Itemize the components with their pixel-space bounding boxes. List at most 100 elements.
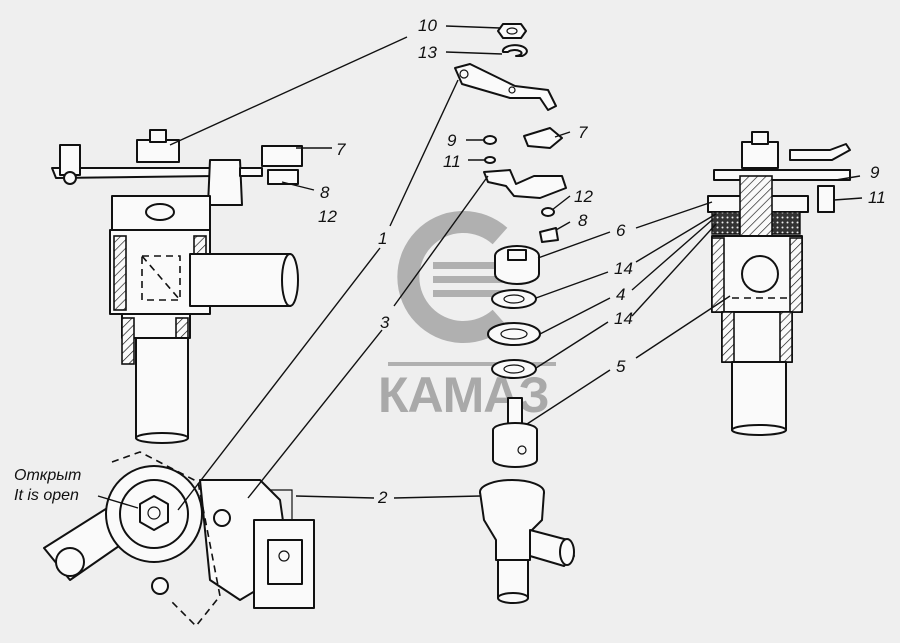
left-lever-knob bbox=[59, 144, 81, 176]
left-valve-side-view bbox=[51, 129, 303, 444]
right-lever-clip bbox=[789, 143, 851, 161]
callout-13: 13 bbox=[418, 43, 437, 62]
callout-7-left: 7 bbox=[336, 140, 346, 159]
callout-12-center: 12 bbox=[574, 187, 593, 206]
part-washer-11 bbox=[484, 156, 496, 164]
left-bracket bbox=[207, 159, 243, 206]
part-lever-hole-2 bbox=[508, 86, 516, 94]
right-lower-wall-l bbox=[721, 311, 735, 363]
callout-8-left: 8 bbox=[320, 183, 330, 202]
part-lever bbox=[454, 63, 557, 111]
open-view-pipe-edge bbox=[270, 489, 293, 520]
callout-9-center: 9 bbox=[447, 131, 457, 150]
right-seal-left bbox=[711, 211, 741, 235]
right-valve-section-view bbox=[707, 131, 851, 436]
callout-2: 2 bbox=[377, 488, 388, 507]
logo-underline bbox=[388, 362, 556, 366]
right-top-nut bbox=[741, 141, 779, 169]
leader-14b-right bbox=[631, 223, 717, 317]
left-bracket-tab bbox=[239, 167, 263, 177]
leader-1-upper bbox=[389, 79, 459, 227]
left-switch-base bbox=[267, 169, 299, 185]
leader-2b bbox=[393, 495, 481, 499]
part-cap-6-body bbox=[494, 256, 540, 285]
callout-14-upper: 14 bbox=[614, 259, 633, 278]
part-screw-8 bbox=[539, 227, 559, 243]
leader-4a bbox=[539, 297, 611, 335]
right-screw-9 bbox=[817, 185, 835, 213]
bottom-left-top-view bbox=[43, 451, 315, 628]
callout-12-left: 12 bbox=[318, 207, 337, 226]
left-top-nut-cap bbox=[149, 129, 167, 143]
part-cap-6-hex bbox=[507, 249, 527, 261]
left-switch-block bbox=[261, 145, 303, 167]
part-seal-14-upper-hole bbox=[503, 294, 525, 304]
leader-10 bbox=[445, 25, 501, 29]
part-plug-5-hole bbox=[517, 445, 527, 455]
leader-10-to-left bbox=[169, 36, 408, 146]
part-nut-10 bbox=[497, 23, 527, 39]
logo-bar-3 bbox=[433, 290, 513, 297]
left-lower-pipe bbox=[135, 337, 189, 439]
callout-11-right: 11 bbox=[868, 188, 886, 207]
left-outlet-pipe bbox=[189, 253, 291, 307]
callout-10: 10 bbox=[418, 16, 437, 35]
part-lever-hole bbox=[459, 69, 469, 79]
leader-2a bbox=[295, 495, 375, 499]
callout-9-right: 9 bbox=[870, 163, 880, 182]
part-bracket bbox=[483, 169, 567, 199]
leader-3-upper bbox=[393, 175, 489, 307]
part-body-2-nipple bbox=[497, 559, 529, 599]
leader-5a bbox=[526, 369, 611, 425]
leader-5b bbox=[635, 295, 731, 359]
left-lever-pivot bbox=[63, 171, 77, 185]
callout-8-center: 8 bbox=[578, 211, 588, 230]
logo-bar-2 bbox=[433, 276, 513, 283]
leader-6b bbox=[635, 201, 713, 229]
right-seal-right bbox=[771, 211, 801, 235]
leader-9b bbox=[835, 175, 861, 181]
right-lower-wall-r bbox=[779, 311, 793, 363]
open-view-hex-nut bbox=[139, 495, 169, 531]
leader-14b bbox=[535, 321, 609, 369]
left-internal-passage bbox=[141, 255, 181, 301]
leader-6a bbox=[537, 231, 611, 259]
open-view-closed-position bbox=[111, 451, 221, 628]
open-view-bracket-inner bbox=[267, 539, 303, 585]
right-body-port bbox=[741, 255, 779, 293]
left-outlet-end bbox=[281, 253, 299, 307]
callout-numbers: 10 13 7 8 12 9 11 7 12 8 1 3 6 14 4 14 5… bbox=[318, 16, 886, 507]
right-lower-pipe bbox=[731, 361, 787, 431]
right-body-wall-l bbox=[711, 237, 725, 313]
open-view-screw-1 bbox=[213, 509, 231, 527]
callout-6: 6 bbox=[616, 221, 626, 240]
callout-7-center: 7 bbox=[578, 123, 588, 142]
callout-4: 4 bbox=[616, 285, 625, 304]
open-view-bracket-screw bbox=[278, 550, 290, 562]
left-internal-diag bbox=[141, 255, 181, 301]
part-washer-13 bbox=[501, 44, 528, 57]
part-plug-5-body bbox=[492, 430, 538, 468]
leader-lines bbox=[169, 25, 863, 511]
left-body-wall-r bbox=[193, 235, 207, 255]
caption-open-en: It is open bbox=[14, 487, 79, 504]
part-body-2-nipple-end bbox=[497, 592, 529, 604]
leader-8a bbox=[281, 181, 315, 191]
open-view-lever-end bbox=[55, 547, 85, 577]
caption-open-leader bbox=[97, 495, 139, 509]
leader-11b bbox=[833, 197, 863, 201]
caption-open-ru: Открыт bbox=[14, 467, 81, 484]
leader-14a-right bbox=[635, 213, 717, 263]
leader-3-lower bbox=[247, 329, 383, 499]
part-washer-12 bbox=[541, 207, 555, 217]
leader-1-lower bbox=[177, 247, 381, 511]
part-washer-4 bbox=[487, 322, 541, 346]
open-view-screw-2 bbox=[151, 577, 169, 595]
leader-14a bbox=[535, 271, 609, 299]
leader-7b bbox=[554, 131, 571, 138]
right-lever-plate bbox=[713, 169, 851, 181]
part-seal-14-lower bbox=[491, 359, 537, 379]
callout-5: 5 bbox=[616, 357, 626, 376]
part-washer-4-hole bbox=[500, 328, 528, 340]
